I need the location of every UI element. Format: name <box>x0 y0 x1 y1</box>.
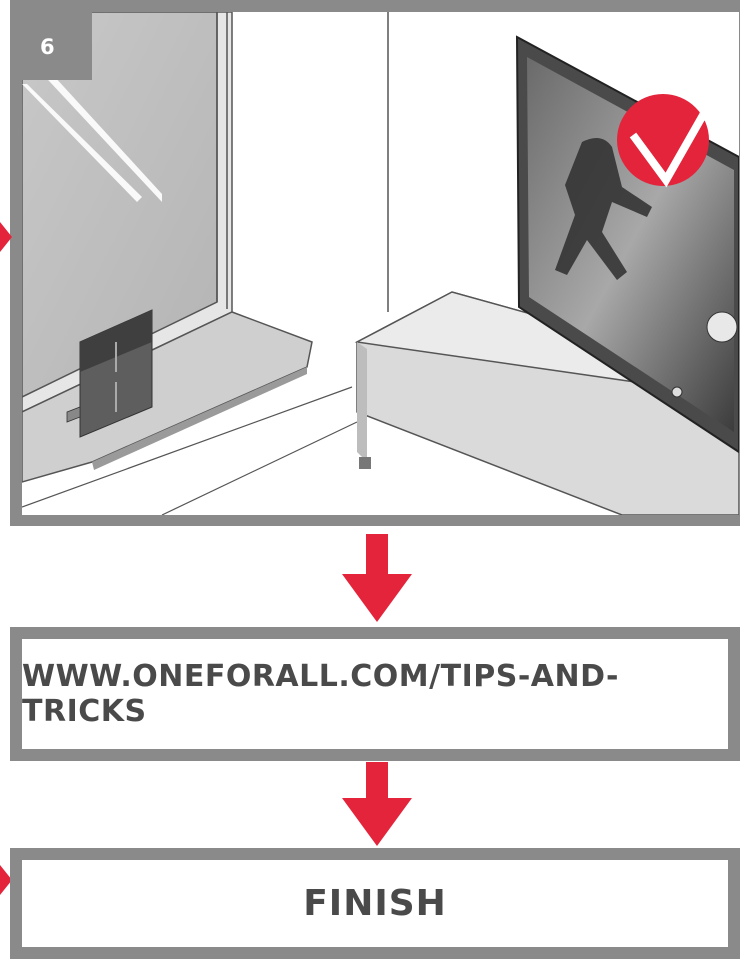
down-arrow-icon <box>342 534 412 626</box>
url-box: WWW.ONEFORALL.COM/TIPS-AND-TRICKS <box>10 627 740 761</box>
down-arrow-icon <box>342 762 412 850</box>
finish-box: FINISH <box>10 848 740 959</box>
step-number-badge: 6 <box>10 0 92 80</box>
step-illustration-panel <box>10 0 740 526</box>
tips-url-text: WWW.ONEFORALL.COM/TIPS-AND-TRICKS <box>22 659 728 729</box>
oneforall-check-logo-icon <box>608 80 728 190</box>
left-arrow-stub-icon <box>0 222 12 252</box>
step-number: 6 <box>40 35 55 59</box>
room-scene-illustration <box>22 12 739 515</box>
finish-label: FINISH <box>303 883 447 924</box>
